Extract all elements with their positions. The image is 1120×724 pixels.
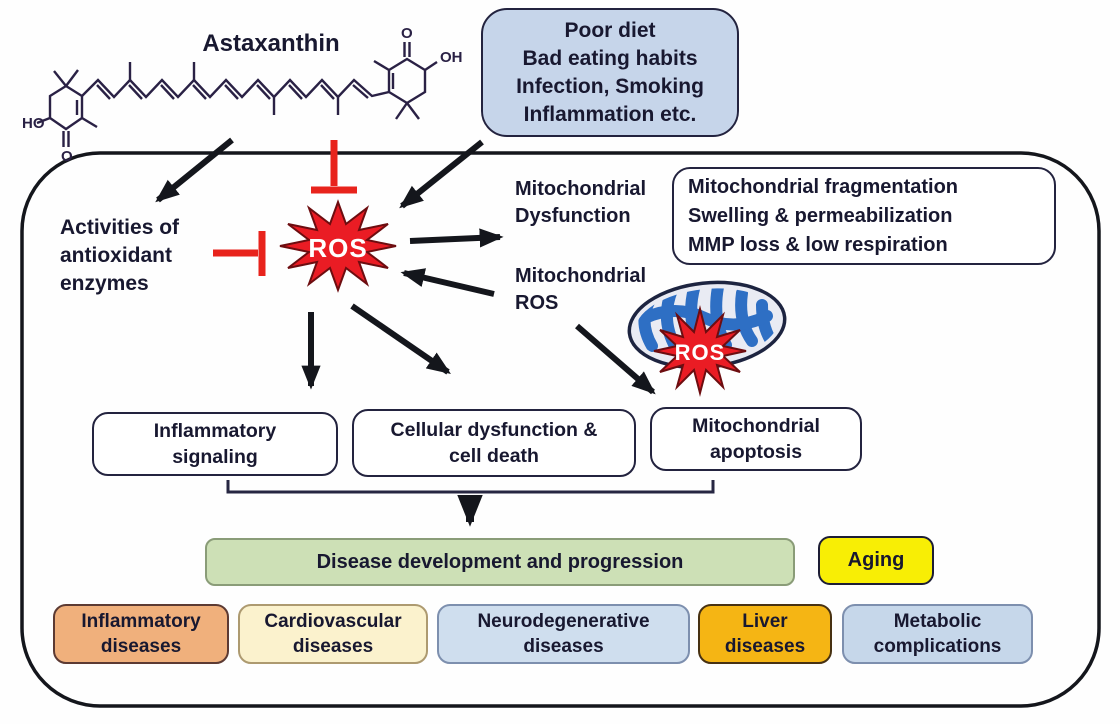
antioxidant-enzymes-label: Activities of antioxidant enzymes: [60, 216, 180, 295]
atom-label-o-right: O: [401, 25, 413, 42]
arrow-causes-to-ros: [399, 139, 484, 209]
astaxanthin-label: Astaxanthin: [202, 30, 340, 57]
ros-star-label: ROS: [308, 233, 368, 263]
neurodegenerative-diseases-box: Neurodegenerative diseases: [437, 604, 690, 664]
arrow-ros-to-mito-dysfunction: [409, 228, 504, 248]
arrow-mito-ros-to-ros: [400, 268, 495, 297]
mito-ros-star-label: ROS: [674, 340, 726, 365]
arrow-ros-to-cellular-dysfunction: [350, 303, 451, 375]
inflammatory-diseases-box: Inflammatory diseases: [53, 604, 229, 664]
inhibition-astaxanthin-to-ros: [311, 140, 357, 194]
arrow-astaxanthin-to-antioxidant: [155, 137, 234, 203]
cell-outline: [20, 151, 1101, 708]
liver-diseases-box: Liver diseases: [698, 604, 832, 664]
mitochondrial-apoptosis-box: Mitochondrial apoptosis: [650, 407, 862, 471]
metabolic-complications-box: Metabolic complications: [842, 604, 1033, 664]
mito-effects-box: Mitochondrial fragmentation Swelling & p…: [672, 167, 1056, 265]
ros-starburst: [279, 199, 397, 293]
cellular-dysfunction-box: Cellular dysfunction & cell death: [352, 409, 636, 477]
inhibition-antioxidant-to-ros: [213, 231, 266, 276]
mitochondrion-illustration: [627, 280, 787, 370]
inflammatory-signaling-box: Inflammatory signaling: [92, 412, 338, 476]
causes-box: Poor diet Bad eating habits Infection, S…: [481, 8, 739, 137]
disease-development-box: Disease development and progression: [205, 538, 795, 586]
cardiovascular-diseases-box: Cardiovascular diseases: [238, 604, 428, 664]
arrow-to-mitochondrial-apoptosis: [575, 323, 656, 395]
mito-dysfunction-label: Mitochondrial Dysfunction: [515, 178, 647, 227]
mito-ros-label: Mitochondrial ROS: [515, 265, 647, 314]
bracket-outcomes: [226, 480, 715, 494]
astaxanthin-structure: [36, 42, 438, 147]
aging-box: Aging: [818, 536, 934, 585]
atom-label-oh: OH: [440, 49, 463, 66]
atom-label-ho: HO: [22, 115, 45, 132]
atom-label-o-left: O: [61, 148, 73, 165]
mito-ros-starburst: [653, 305, 747, 397]
